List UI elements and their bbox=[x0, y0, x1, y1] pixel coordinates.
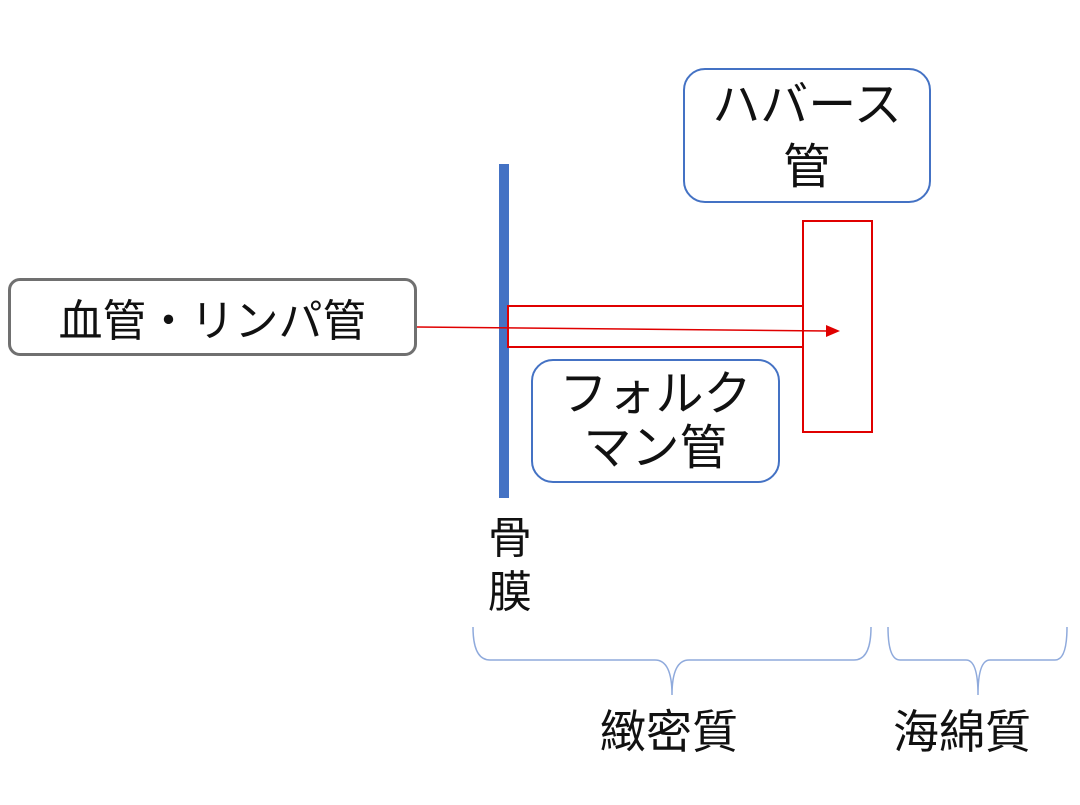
volkmann-canal-shape bbox=[507, 305, 804, 348]
volkmann-canal-text-line1: フォルク bbox=[559, 366, 752, 422]
haversian-canal-label: ハバース 管 bbox=[683, 68, 931, 203]
compact-bone-brace bbox=[472, 626, 872, 696]
periosteum-label: 骨 膜 bbox=[484, 512, 536, 620]
vessel-arrow-head bbox=[826, 325, 840, 337]
spongy-bone-brace bbox=[887, 626, 1068, 696]
blood-lymph-vessel-text: 血管・リンパ管 bbox=[58, 296, 367, 347]
spongy-bone-label: 海綿質 bbox=[893, 705, 1031, 759]
volkmann-canal-label: フォルク マン管 bbox=[531, 359, 780, 483]
periosteum-text-line2: 膜 bbox=[488, 567, 532, 618]
haversian-canal-shape bbox=[802, 220, 873, 433]
periosteum-bar bbox=[499, 164, 509, 498]
haversian-canal-text-line2: 管 bbox=[782, 138, 831, 195]
vessel-arrow-line bbox=[416, 326, 829, 332]
blood-lymph-vessel-label: 血管・リンパ管 bbox=[8, 278, 417, 356]
compact-bone-label: 緻密質 bbox=[600, 705, 738, 759]
periosteum-text-line1: 骨 bbox=[488, 513, 532, 564]
haversian-canal-text-line1: ハバース bbox=[712, 76, 902, 133]
volkmann-canal-text-line2: マン管 bbox=[583, 420, 728, 476]
